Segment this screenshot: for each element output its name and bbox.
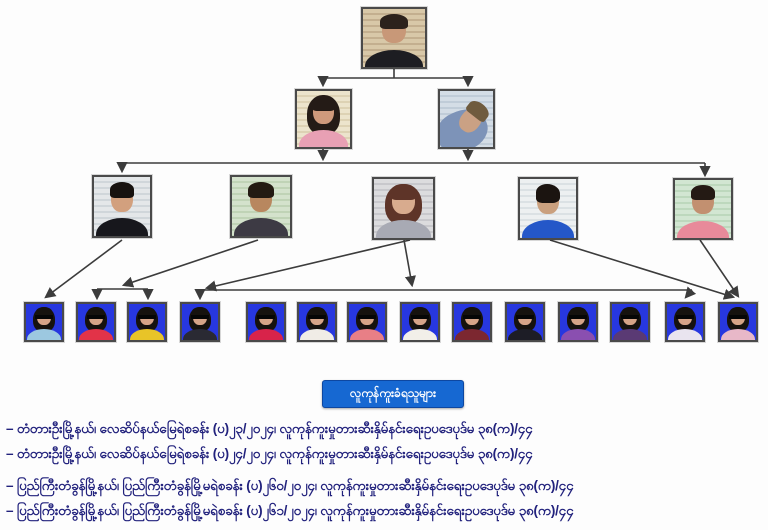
anonymity-eye-bar: [463, 314, 481, 320]
hair: [109, 182, 135, 198]
hair: [464, 307, 480, 317]
hair: [535, 184, 561, 203]
anonymity-eye-bar: [308, 314, 326, 320]
anonymity-eye-bar: [516, 314, 534, 320]
anonymity-eye-bar: [676, 314, 694, 320]
anonymity-eye-bar: [87, 314, 105, 320]
hair: [309, 307, 325, 317]
victim-photo-2: [76, 302, 116, 342]
shirt: [561, 329, 595, 340]
anonymity-eye-bar: [411, 314, 429, 320]
victim-photo-7: [347, 302, 387, 342]
victim-photo-12: [610, 302, 650, 342]
hair: [248, 182, 274, 198]
anonymity-eye-bar: [191, 314, 209, 320]
anonymity-eye-bar: [729, 314, 747, 320]
hair: [677, 307, 693, 317]
shirt: [677, 220, 729, 238]
shirt: [299, 130, 348, 147]
victim-photo-1: [24, 302, 64, 342]
hair: [311, 96, 336, 111]
anonymity-eye-bar: [257, 314, 275, 320]
hair: [412, 307, 428, 317]
suspect-photo-level2-1-woman-long-hair-pink-top: [295, 89, 352, 149]
hair: [359, 307, 375, 317]
shirt: [668, 329, 702, 340]
tree-edges: [44, 69, 740, 301]
shirt: [508, 329, 542, 340]
case-line-4: – ပြည်ကြီးတံခွန်မြို့နယ်၊ ပြည်ကြီးတံခွန်…: [6, 503, 574, 518]
shirt: [365, 49, 423, 67]
victim-photo-9: [452, 302, 492, 342]
anonymity-eye-bar: [358, 314, 376, 320]
anonymity-eye-bar: [138, 314, 156, 320]
victim-photo-6: [297, 302, 337, 342]
hair: [622, 307, 638, 317]
suspect-photo-level1-1-woman-dark-top-mugshot: [361, 7, 427, 69]
victim-photo-3: [127, 302, 167, 342]
suspect-photo-level3-1-man-black-shirt: [92, 175, 152, 238]
hair: [139, 307, 155, 317]
case-line-1: – တံတားဦးမြို့နယ်၊ လေဆိပ်နယ်မြေရဲစခန်း (…: [6, 421, 533, 436]
suspect-photo-level3-5-woman-pink-striped-shirt: [673, 178, 733, 240]
victim-photo-4: [180, 302, 220, 342]
hair: [258, 307, 274, 317]
shirt: [234, 218, 288, 236]
suspect-photo-level3-2-man-striped-shirt: [230, 175, 292, 238]
hair: [36, 307, 52, 317]
shirt: [350, 329, 384, 340]
anonymity-eye-bar: [35, 314, 53, 320]
shirt: [721, 329, 755, 340]
shirt: [522, 220, 574, 238]
shirt: [96, 218, 148, 236]
shirt: [300, 329, 334, 340]
hair: [192, 307, 208, 317]
case-line-2: – တံတားဦးမြို့နယ်၊ လေဆိပ်နယ်မြေရဲစခန်း (…: [6, 446, 533, 461]
hair: [730, 307, 746, 317]
hair: [570, 307, 586, 317]
shirt: [403, 329, 437, 340]
anonymity-eye-bar: [621, 314, 639, 320]
suspect-photo-level3-3-woman-auburn-hair-gray-top: [372, 177, 435, 240]
victim-photo-5: [246, 302, 286, 342]
case-line-3: – ပြည်ကြီးတံခွန်မြို့နယ်၊ ပြည်ကြီးတံခွန်…: [6, 478, 574, 493]
shirt: [376, 220, 431, 238]
shirt: [613, 329, 647, 340]
shirt: [249, 329, 283, 340]
shirt: [455, 329, 489, 340]
shirt: [183, 329, 217, 340]
shirt: [27, 329, 61, 340]
hair: [380, 14, 408, 30]
victims-label-badge: လူကုန်ကူးခံရသူများ: [322, 380, 464, 408]
suspect-photo-level3-4-man-messy-hair-blue-shirt: [518, 177, 578, 240]
hair: [390, 184, 417, 200]
victim-photo-10: [505, 302, 545, 342]
hair: [690, 185, 716, 201]
victim-photo-8: [400, 302, 440, 342]
hair: [517, 307, 533, 317]
shirt: [130, 329, 164, 340]
victim-photo-14: [718, 302, 758, 342]
shirt: [79, 329, 113, 340]
suspect-photo-level2-2-man-bending-over: [438, 89, 495, 149]
hair: [88, 307, 104, 317]
victim-photo-13: [665, 302, 705, 342]
anonymity-eye-bar: [569, 314, 587, 320]
victim-photo-11: [558, 302, 598, 342]
